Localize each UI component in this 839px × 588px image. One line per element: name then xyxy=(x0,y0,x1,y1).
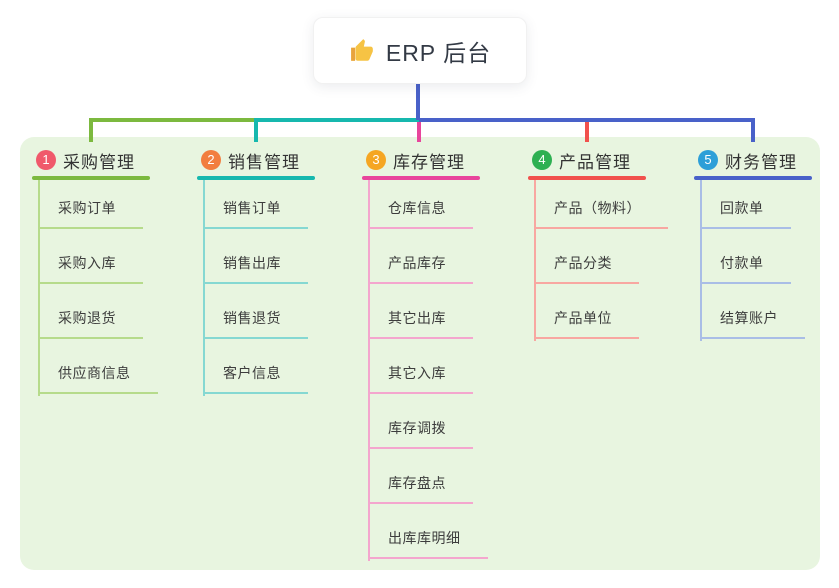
branch-children: 仓库信息 产品库存 其它出库 其它入库 库存调拨 库存盘点 出库库明细 xyxy=(368,174,488,559)
connector-horizontal-purchase xyxy=(89,118,256,122)
connector-horizontal-sales xyxy=(254,118,421,122)
branch-trunk-line xyxy=(368,180,370,561)
branch-children: 回款单 付款单 结算账户 xyxy=(700,174,805,339)
branch-underline xyxy=(32,176,150,180)
child-node[interactable]: 仓库信息 xyxy=(368,198,473,229)
child-node[interactable]: 产品（物料） xyxy=(534,198,668,229)
child-node[interactable]: 供应商信息 xyxy=(38,363,158,394)
child-node[interactable]: 销售退货 xyxy=(203,308,308,339)
branch-title: 库存管理 xyxy=(393,152,465,172)
branch-number-badge: 4 xyxy=(532,150,552,170)
branch-inventory: 3 库存管理 仓库信息 产品库存 其它出库 其它入库 库存调拨 库存盘点 出库库… xyxy=(362,149,488,561)
child-node[interactable]: 采购订单 xyxy=(38,198,143,229)
child-node[interactable]: 产品单位 xyxy=(534,308,639,339)
connector-horizontal-finance xyxy=(419,118,753,122)
child-node[interactable]: 采购入库 xyxy=(38,253,143,284)
branch-number-badge: 1 xyxy=(36,150,56,170)
root-node-label: ERP 后台 xyxy=(385,39,492,66)
branch-children: 采购订单 采购入库 采购退货 供应商信息 xyxy=(38,174,158,394)
child-node[interactable]: 产品库存 xyxy=(368,253,473,284)
branch-trunk-line xyxy=(38,180,40,396)
child-node[interactable]: 回款单 xyxy=(700,198,791,229)
branch-inventory-header[interactable]: 3 库存管理 xyxy=(362,149,480,172)
branch-product: 4 产品管理 产品（物料） 产品分类 产品单位 xyxy=(528,149,668,341)
child-node[interactable]: 库存盘点 xyxy=(368,473,473,504)
branch-trunk-line xyxy=(700,180,702,341)
branch-number-badge: 5 xyxy=(698,150,718,170)
branches-panel xyxy=(20,137,820,570)
branch-trunk-line xyxy=(534,180,536,341)
branch-underline xyxy=(694,176,812,180)
connector-drop-finance xyxy=(751,118,755,142)
thumbs-up-icon xyxy=(351,38,373,61)
branch-children: 销售订单 销售出库 销售退货 客户信息 xyxy=(203,174,308,394)
branch-title: 产品管理 xyxy=(559,152,631,172)
child-node[interactable]: 库存调拨 xyxy=(368,418,473,449)
branch-number-badge: 3 xyxy=(366,150,386,170)
branch-purchase: 1 采购管理 采购订单 采购入库 采购退货 供应商信息 xyxy=(32,149,158,396)
branch-finance: 5 财务管理 回款单 付款单 结算账户 xyxy=(694,149,812,341)
connector-root-vertical xyxy=(416,82,420,120)
branch-underline xyxy=(362,176,480,180)
branch-sales: 2 销售管理 销售订单 销售出库 销售退货 客户信息 xyxy=(197,149,315,396)
branch-underline xyxy=(197,176,315,180)
child-node[interactable]: 付款单 xyxy=(700,253,791,284)
branch-purchase-header[interactable]: 1 采购管理 xyxy=(32,149,150,172)
branch-finance-header[interactable]: 5 财务管理 xyxy=(694,149,812,172)
branch-title: 财务管理 xyxy=(725,152,797,172)
branch-sales-header[interactable]: 2 销售管理 xyxy=(197,149,315,172)
child-node[interactable]: 销售出库 xyxy=(203,253,308,284)
connector-drop-sales xyxy=(254,118,258,142)
branch-product-header[interactable]: 4 产品管理 xyxy=(528,149,646,172)
child-node[interactable]: 采购退货 xyxy=(38,308,143,339)
branch-children: 产品（物料） 产品分类 产品单位 xyxy=(534,174,668,339)
child-node[interactable]: 结算账户 xyxy=(700,308,805,339)
branch-title: 采购管理 xyxy=(63,152,135,172)
child-node[interactable]: 客户信息 xyxy=(203,363,308,394)
branch-title: 销售管理 xyxy=(228,152,300,172)
child-node[interactable]: 其它入库 xyxy=(368,363,473,394)
branch-trunk-line xyxy=(203,180,205,396)
child-node[interactable]: 产品分类 xyxy=(534,253,639,284)
root-node-erp[interactable]: ERP 后台 xyxy=(313,17,527,84)
branch-number-badge: 2 xyxy=(201,150,221,170)
connector-drop-purchase xyxy=(89,118,93,142)
connector-drop-product xyxy=(585,120,589,142)
connector-drop-inventory xyxy=(417,120,421,142)
child-node[interactable]: 其它出库 xyxy=(368,308,473,339)
child-node[interactable]: 出库库明细 xyxy=(368,528,488,559)
branch-underline xyxy=(528,176,646,180)
child-node[interactable]: 销售订单 xyxy=(203,198,308,229)
